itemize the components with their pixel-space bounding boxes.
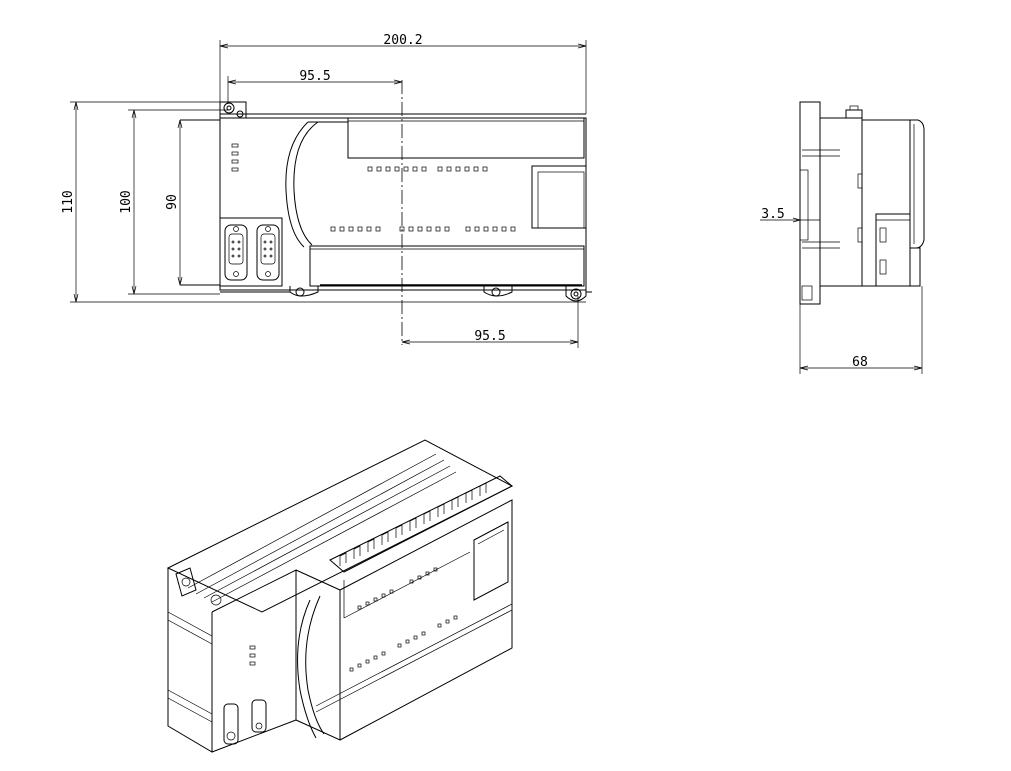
- side-dimensions: 3.5 68: [760, 207, 923, 374]
- status-led-column: [231, 143, 239, 172]
- front-dimensions: 200.2 95.5 95.5 110 100 90: [61, 33, 587, 348]
- upper-led-row: [367, 166, 488, 172]
- dim-depth: 68: [852, 355, 868, 370]
- dim-height-110: 110: [61, 190, 76, 213]
- lower-led-row: [330, 226, 516, 232]
- dim-right-half: 95.5: [474, 329, 505, 344]
- serial-port-right: [256, 224, 280, 281]
- serial-port-left: [224, 224, 248, 281]
- dim-height-90: 90: [165, 194, 180, 210]
- iso-led-rows: [349, 567, 458, 672]
- dim-left-half: 95.5: [299, 69, 330, 84]
- front-view: [180, 80, 592, 345]
- terminal-teeth: [339, 482, 487, 566]
- isometric-view: [166, 439, 514, 753]
- dim-side-offset: 3.5: [761, 207, 784, 222]
- side-view: [799, 101, 925, 305]
- dim-overall-width: 200.2: [383, 33, 422, 48]
- dim-height-100: 100: [119, 190, 134, 213]
